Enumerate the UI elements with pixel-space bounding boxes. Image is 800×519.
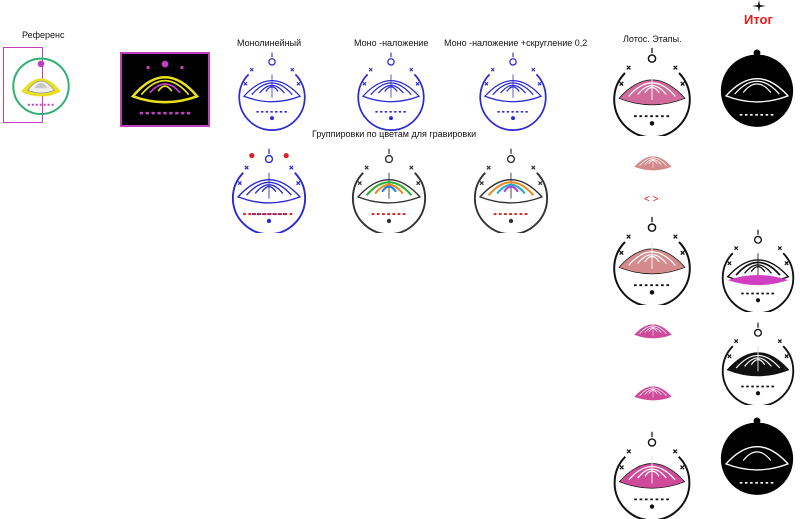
label-reference: Референс <box>22 30 65 40</box>
lotus-group-multicolor-2[interactable] <box>468 146 554 234</box>
result-black-emblem-1[interactable] <box>714 44 800 134</box>
lotus-stage-4[interactable] <box>616 310 690 366</box>
lotus-group-blue-red[interactable] <box>226 146 312 234</box>
lotus-stage-2[interactable] <box>616 144 690 196</box>
reference-lotus-image <box>8 50 74 120</box>
lotus-mono-overlay[interactable] <box>352 48 430 132</box>
result-black-emblem-2[interactable] <box>714 412 800 502</box>
lotus-stage-6[interactable] <box>607 430 697 519</box>
compass-star-icon <box>752 0 766 12</box>
lotus-monoline[interactable] <box>233 48 311 132</box>
dark-neon-panel <box>120 52 210 127</box>
label-lotus-stages: Лотос. Этапы. <box>623 34 682 44</box>
result-black-outline-emblem[interactable] <box>716 320 800 406</box>
lotus-stage-3[interactable] <box>607 214 697 306</box>
label-result: Итог <box>744 12 773 27</box>
label-monoline: Монолинейный <box>237 38 302 48</box>
lotus-stage-5[interactable] <box>616 372 690 428</box>
label-mono-overlay: Моно -наложение <box>354 38 429 48</box>
lotus-stage-1[interactable] <box>607 46 697 136</box>
lotus-mono-overlay-round[interactable] <box>474 48 552 132</box>
label-mono-overlay-round: Моно -наложение +скругление 0,2 <box>444 38 588 48</box>
label-chevrons: < > <box>644 194 659 205</box>
label-grouping: Группировки по цветам для гравировки <box>312 129 477 139</box>
lotus-group-multicolor-1[interactable] <box>346 146 432 234</box>
result-magenta-emblem[interactable] <box>716 228 800 312</box>
